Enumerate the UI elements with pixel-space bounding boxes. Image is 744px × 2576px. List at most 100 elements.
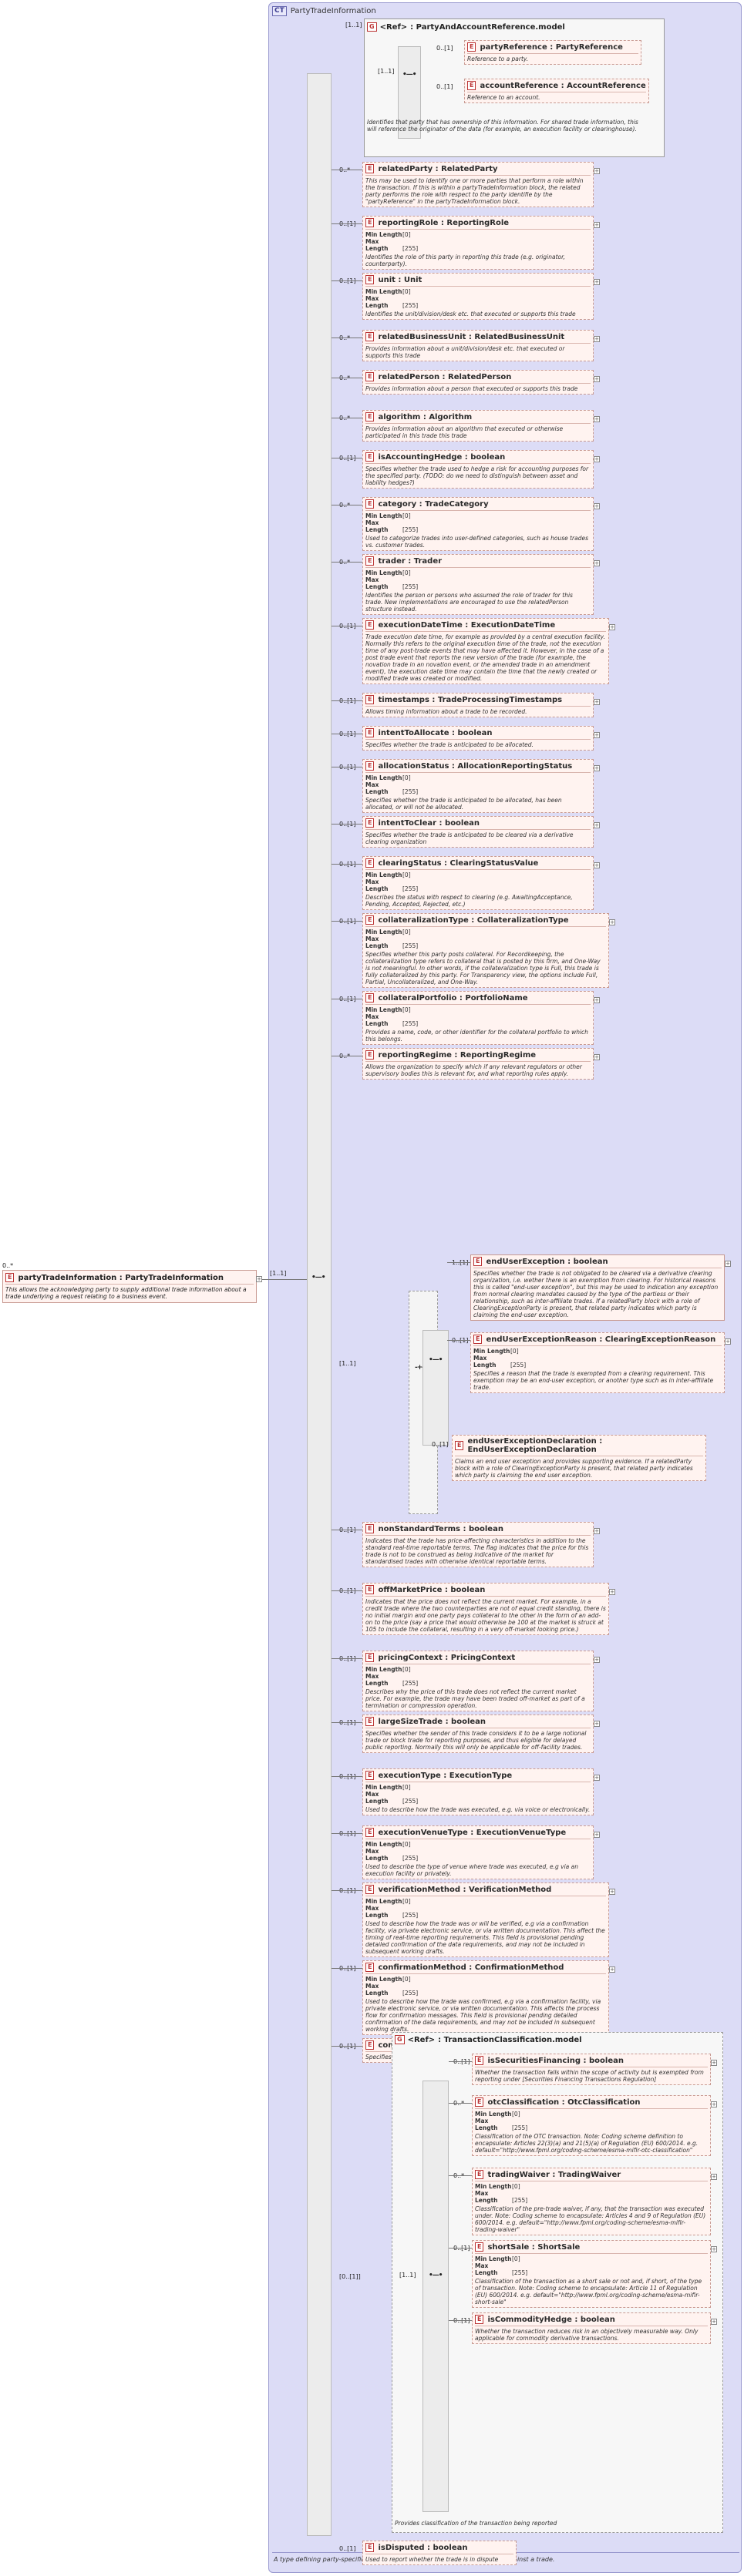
facet-value: [0] bbox=[402, 512, 411, 519]
expand-toggle-icon[interactable]: + bbox=[609, 1889, 615, 1895]
ref-badge: <Ref> bbox=[379, 22, 408, 32]
expand-toggle-icon[interactable]: + bbox=[711, 2101, 717, 2107]
expand-toggle-icon[interactable]: + bbox=[594, 376, 600, 382]
facet-min-length: Min Length[0]Max Length[255] bbox=[365, 288, 591, 309]
expand-toggle-icon[interactable]: + bbox=[711, 2319, 717, 2325]
expand-toggle-icon[interactable]: + bbox=[256, 1276, 262, 1282]
expand-toggle-icon[interactable]: + bbox=[594, 1832, 600, 1838]
expand-toggle-icon[interactable]: + bbox=[594, 279, 600, 285]
connector-line bbox=[332, 700, 362, 701]
element-icon: E bbox=[365, 332, 375, 341]
expand-toggle-icon[interactable]: + bbox=[594, 503, 600, 509]
element-doc: Allows the organization to specify which… bbox=[365, 1063, 582, 1077]
facet-label: Max Length bbox=[365, 1905, 389, 1919]
expand-toggle-icon[interactable]: + bbox=[594, 1657, 600, 1663]
expand-toggle-icon[interactable]: + bbox=[594, 336, 600, 342]
element-name: timestamps : TradeProcessingTimestamps bbox=[378, 695, 563, 704]
expand-toggle-icon[interactable]: + bbox=[594, 416, 600, 422]
expand-toggle-icon[interactable]: + bbox=[609, 1966, 615, 1973]
expand-toggle-icon[interactable]: + bbox=[594, 456, 600, 462]
expand-toggle-icon[interactable]: + bbox=[594, 168, 600, 174]
ref-group-cardinality: [1..1] bbox=[345, 22, 362, 29]
expand-toggle-icon[interactable]: + bbox=[594, 822, 600, 828]
element-name: trader : Trader bbox=[378, 556, 443, 566]
expand-toggle-icon[interactable]: + bbox=[725, 1261, 731, 1267]
expand-toggle-icon[interactable]: + bbox=[711, 2060, 717, 2066]
element-icon: E bbox=[365, 818, 375, 828]
expand-toggle-icon[interactable]: + bbox=[711, 2246, 717, 2252]
facet-value: [255] bbox=[402, 1680, 419, 1687]
expand-toggle-icon[interactable]: + bbox=[594, 1775, 600, 1781]
expand-toggle-icon[interactable]: + bbox=[725, 1338, 731, 1345]
expand-toggle-icon[interactable]: + bbox=[594, 1054, 600, 1060]
element-doc: Specifies whether the trade is anticipat… bbox=[365, 831, 574, 845]
root-element-box[interactable]: E partyTradeInformation : PartyTradeInfo… bbox=[2, 1270, 257, 1303]
facet-label: Min Length bbox=[365, 1898, 402, 1905]
expand-toggle-icon[interactable]: + bbox=[594, 1528, 600, 1534]
expand-toggle-icon[interactable]: + bbox=[594, 699, 600, 705]
element-doc: Used to describe how the trade was confi… bbox=[365, 1998, 601, 2033]
expand-toggle-icon[interactable]: + bbox=[594, 732, 600, 738]
facet-min-length: Min Length[0]Max Length[255] bbox=[365, 231, 591, 252]
expand-toggle-icon[interactable]: + bbox=[594, 862, 600, 868]
expand-toggle-icon[interactable]: + bbox=[609, 1589, 615, 1595]
expand-toggle-icon[interactable]: + bbox=[594, 222, 600, 228]
expand-toggle-icon[interactable]: + bbox=[594, 997, 600, 1003]
element-doc: Identifies the person or persons who ass… bbox=[365, 592, 573, 613]
connector-line bbox=[262, 1279, 307, 1280]
expand-toggle-icon[interactable]: + bbox=[609, 919, 615, 925]
element-doc: Whether the transaction falls within the… bbox=[475, 2069, 704, 2083]
expand-toggle-icon[interactable]: + bbox=[594, 765, 600, 771]
element-icon: E bbox=[365, 2040, 375, 2050]
facet-min-length: Min Length[0]Max Length[255] bbox=[475, 2255, 708, 2276]
facet-label: Max Length bbox=[473, 1355, 497, 1369]
expand-toggle-icon[interactable]: + bbox=[594, 560, 600, 566]
element-icon: E bbox=[365, 1653, 375, 1662]
facet-value: [255] bbox=[402, 1912, 419, 1919]
element-doc: Specifies whether the trade used to hedg… bbox=[365, 465, 589, 486]
element-icon: E bbox=[365, 915, 375, 925]
expand-toggle-icon[interactable]: + bbox=[609, 624, 615, 630]
expand-toggle-icon[interactable]: + bbox=[711, 2174, 717, 2180]
connector-line bbox=[332, 280, 362, 281]
expand-toggle-icon[interactable]: + bbox=[594, 1721, 600, 1727]
facet-label: Min Length bbox=[475, 2111, 512, 2118]
